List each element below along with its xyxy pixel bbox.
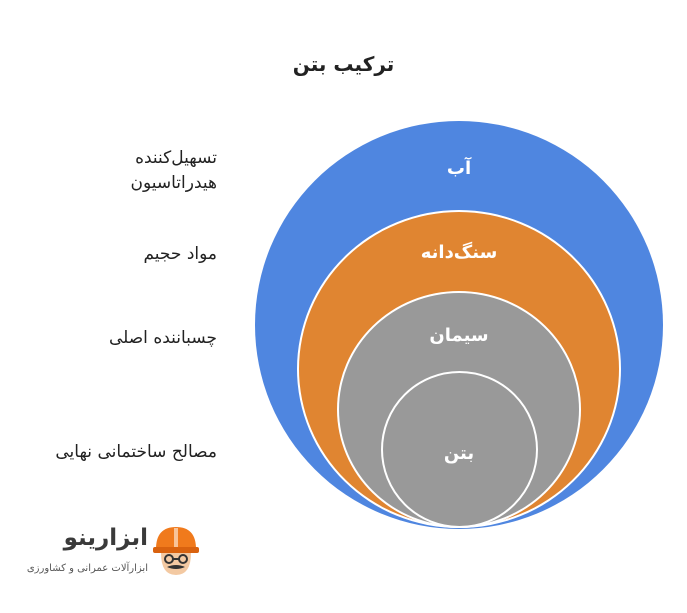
label-final-material: مصالح ساختمانی نهایی (55, 442, 217, 462)
label-main-binder: چسباننده اصلی (108, 328, 217, 348)
label-hydration-facilitator: تسهیل‌کننده هیدراتاسیون (130, 146, 217, 196)
concrete-label: بتن (443, 443, 475, 464)
cement-label: سیمان (429, 325, 489, 346)
worker-helmet-icon (153, 527, 199, 575)
label-line-1: تسهیل‌کننده (135, 148, 217, 168)
concrete-circle (381, 371, 538, 528)
label-bulk-material: مواد حجیم (143, 244, 217, 264)
aggregate-label: سنگ‌دانه (420, 242, 498, 263)
label-line-2: هیدراتاسیون (130, 173, 217, 193)
brand-name: ابزارینو (63, 525, 148, 551)
brand-tagline: ابزارآلات عمرانی و کشاورزی (26, 563, 148, 574)
diagram-title: ترکیب بتن (292, 52, 395, 76)
water-label: آب (446, 158, 472, 179)
brand-logo: ابزارینو ابزارآلات عمرانی و کشاورزی (27, 523, 210, 587)
